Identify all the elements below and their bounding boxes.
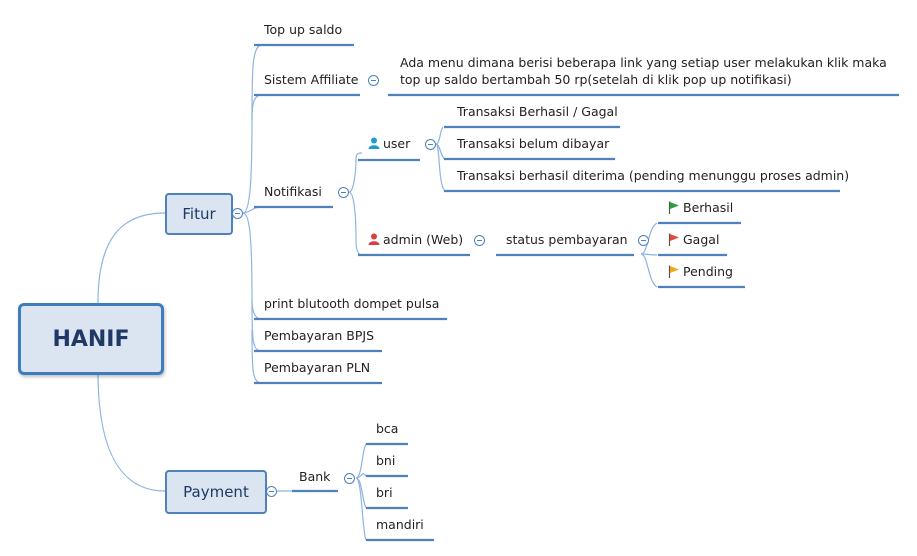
pln-node[interactable]: Pembayaran PLN	[264, 360, 371, 375]
fitur-collapse-icon[interactable]	[232, 208, 243, 219]
connector-root-payment	[97, 371, 166, 492]
fitur-label: Fitur	[182, 205, 216, 223]
flag-icon-gagal	[668, 233, 679, 246]
admin-collapse-icon[interactable]	[474, 235, 485, 246]
connector-root-fitur	[97, 212, 166, 304]
bank-mandiri[interactable]: mandiri	[376, 517, 424, 532]
notifikasi-collapse-icon[interactable]	[338, 187, 349, 198]
flag-icon-pending	[668, 265, 679, 278]
user-child-2[interactable]: Transaksi belum dibayar	[457, 136, 610, 151]
affiliate-collapse-icon[interactable]	[368, 75, 379, 86]
root-node[interactable]: HANIF	[18, 303, 164, 375]
bank-bri[interactable]: bri	[376, 485, 393, 500]
status-gagal[interactable]: Gagal	[683, 232, 720, 247]
payment-label: Payment	[183, 483, 249, 501]
user-collapse-icon[interactable]	[425, 139, 436, 150]
payment-node[interactable]: Payment	[165, 470, 267, 514]
admin-node[interactable]: admin (Web)	[383, 232, 464, 247]
print-node[interactable]: print blutooth dompet pulsa	[264, 296, 440, 311]
bank-collapse-icon[interactable]	[344, 473, 355, 484]
flag-icon-berhasil	[668, 201, 679, 214]
user-child-3[interactable]: Transaksi berhasil diterima (pending men…	[457, 168, 850, 183]
affiliate-note-node[interactable]: Ada menu dimana berisi beberapa link yan…	[400, 55, 887, 87]
user-node[interactable]: user	[383, 136, 411, 151]
status-pending[interactable]: Pending	[683, 264, 733, 279]
notifikasi-node[interactable]: Notifikasi	[264, 184, 322, 199]
user-icon	[368, 137, 380, 149]
fitur-node[interactable]: Fitur	[165, 193, 233, 235]
user-child-1[interactable]: Transaksi Berhasil / Gagal	[457, 104, 618, 119]
admin-icon	[368, 233, 380, 245]
status-berhasil[interactable]: Berhasil	[683, 200, 734, 215]
status-collapse-icon[interactable]	[638, 235, 649, 246]
affiliate-node[interactable]: Sistem Affiliate	[264, 72, 359, 87]
topup-node[interactable]: Top up saldo	[264, 22, 343, 37]
bpjs-node[interactable]: Pembayaran BPJS	[264, 328, 375, 343]
bank-node[interactable]: Bank	[299, 469, 331, 484]
bank-bca[interactable]: bca	[376, 421, 399, 436]
root-label: HANIF	[52, 326, 130, 352]
status-pembayaran-node[interactable]: status pembayaran	[506, 232, 628, 247]
payment-collapse-icon[interactable]	[266, 486, 277, 497]
bank-bni[interactable]: bni	[376, 453, 396, 468]
